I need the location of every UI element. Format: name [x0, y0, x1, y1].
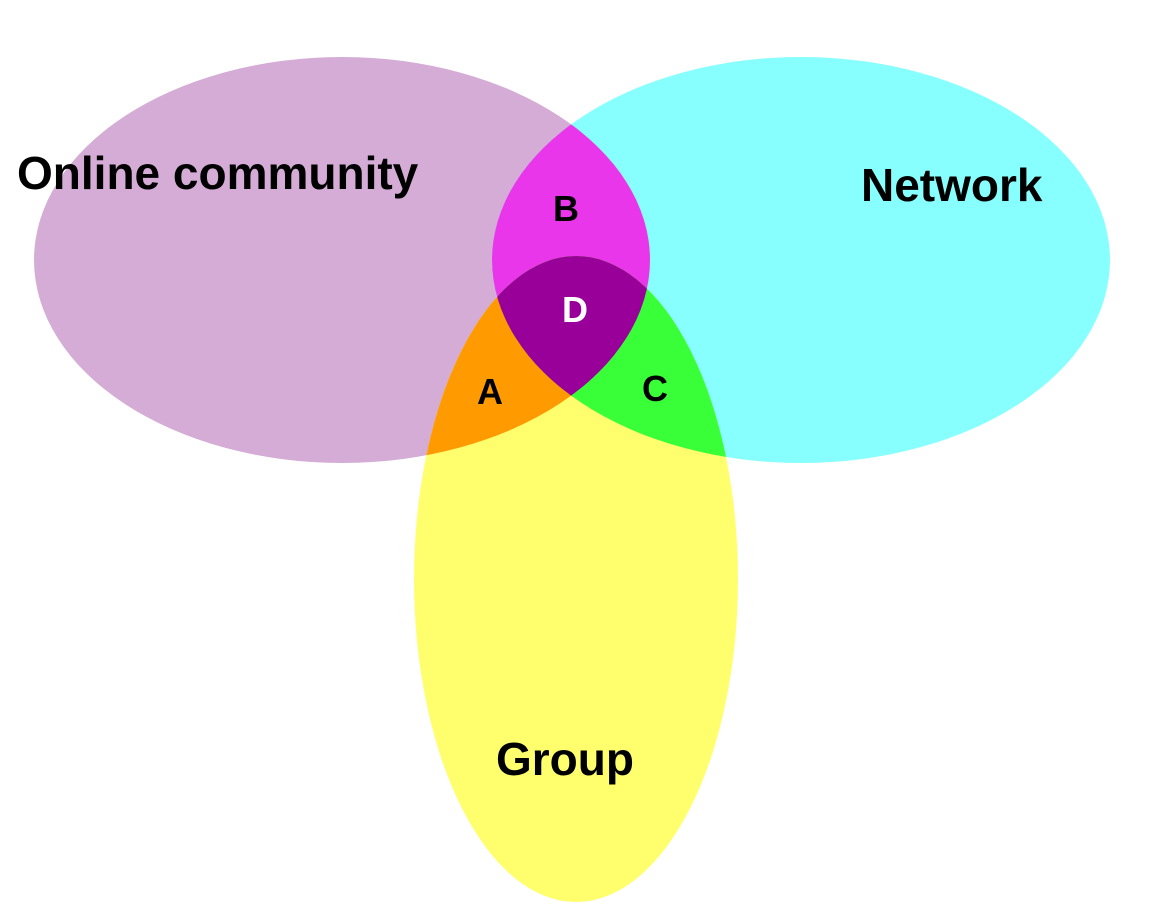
- region-a-label: A: [477, 371, 503, 412]
- group-label: Group: [496, 733, 634, 785]
- region-a-online-group: [414, 256, 650, 463]
- region-b-label: B: [553, 188, 579, 229]
- region-d-label: D: [562, 289, 588, 330]
- online-community-label: Online community: [17, 147, 419, 199]
- region-c-label: C: [642, 368, 668, 409]
- network-label: Network: [861, 159, 1043, 211]
